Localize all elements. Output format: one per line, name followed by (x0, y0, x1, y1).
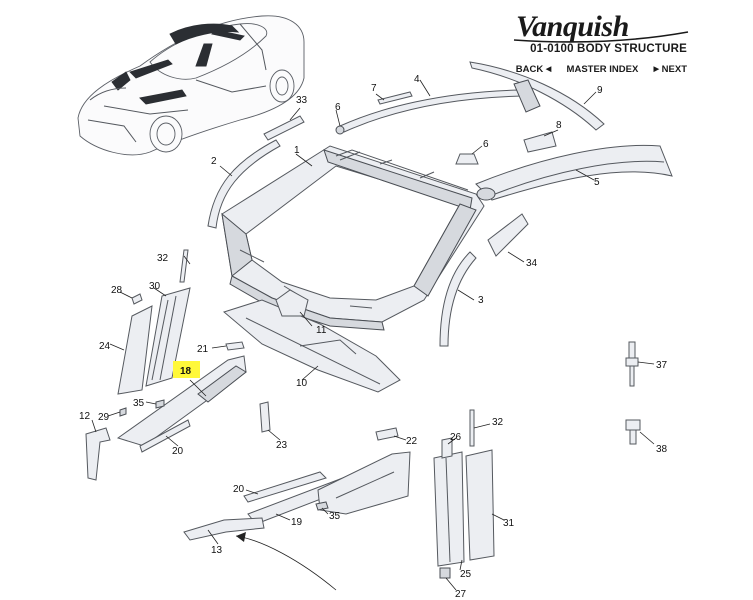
return-arrow (235, 535, 337, 591)
callout-13[interactable]: 13 (211, 545, 223, 556)
callout-23[interactable]: 23 (276, 440, 288, 451)
part-20-strip-lower (243, 471, 327, 503)
callout-9[interactable]: 9 (597, 85, 603, 96)
callout-11[interactable]: 11 (316, 325, 327, 336)
part-3-c-pillar (439, 251, 477, 347)
part-28-clip (131, 293, 143, 305)
callout-26[interactable]: 26 (450, 432, 462, 443)
brand-wordmark: Vanquish (516, 10, 629, 43)
part-24-pillar (117, 305, 153, 395)
car-thumbnail (77, 15, 305, 156)
callout-20-upper[interactable]: 20 (172, 446, 184, 457)
brand-logo: Vanquish (513, 10, 689, 43)
master-index-label: MASTER INDEX (566, 64, 639, 75)
part-31-post (465, 449, 495, 561)
callout-12[interactable]: 12 (79, 411, 91, 422)
part-20-strip-upper (139, 419, 191, 453)
callout-18[interactable]: 18 (180, 366, 192, 377)
part-33-trim (263, 115, 305, 141)
callout-31[interactable]: 31 (503, 518, 515, 529)
part-19-sill-box (317, 451, 411, 515)
part-11-bracket (275, 289, 309, 317)
callout-32-right[interactable]: 32 (492, 417, 504, 428)
callout-21[interactable]: 21 (197, 344, 209, 355)
callout-27[interactable]: 27 (455, 589, 467, 600)
part-13-sill-end (183, 517, 265, 541)
part-9-rail-end (513, 79, 541, 113)
part-32-rod (179, 249, 189, 283)
callout-7[interactable]: 7 (371, 83, 377, 94)
callout-4[interactable]: 4 (414, 74, 420, 85)
part-9-roof-rail-upper (469, 61, 605, 131)
part-6-clip (455, 153, 479, 165)
callout-32-left[interactable]: 32 (157, 253, 169, 264)
section-title: 01-0100 BODY STRUCTURE (530, 43, 687, 55)
callout-24[interactable]: 24 (99, 341, 111, 352)
leader-lines (91, 79, 655, 591)
part-4-roof-arch (339, 89, 523, 133)
part-32-rod-right (469, 409, 475, 447)
next-link[interactable]: ▶ NEXT (654, 64, 687, 75)
callout-2[interactable]: 2 (211, 156, 217, 167)
back-label: BACK (515, 64, 544, 75)
triangle-left-icon: ◀ (545, 66, 552, 73)
callout-35-lower[interactable]: 35 (329, 511, 341, 522)
part-29-clip (119, 407, 127, 417)
callout-38[interactable]: 38 (656, 444, 668, 455)
part-6-grommet-rear (476, 187, 496, 201)
callout-18-highlight (173, 361, 200, 378)
callout-20-lower[interactable]: 20 (233, 484, 245, 495)
part-35-clip-lower (315, 501, 329, 511)
callout-22[interactable]: 22 (406, 436, 418, 447)
callout-6-right[interactable]: 6 (483, 139, 489, 150)
master-index-link[interactable]: MASTER INDEX (567, 64, 639, 75)
callout-35-left[interactable]: 35 (133, 398, 145, 409)
part-27-clip (439, 567, 451, 579)
callout-29[interactable]: 29 (98, 412, 110, 423)
callout-6-top[interactable]: 6 (335, 102, 341, 113)
callout-33[interactable]: 33 (296, 95, 308, 106)
navigation-bar: BACK ◀ MASTER INDEX ▶ NEXT (516, 64, 687, 75)
callout-37[interactable]: 37 (656, 360, 668, 371)
callout-30[interactable]: 30 (149, 281, 161, 292)
part-38-bolt (625, 419, 641, 445)
callout-25[interactable]: 25 (460, 569, 472, 580)
part-21-clip (225, 341, 245, 351)
part-12-bracket (85, 427, 111, 481)
return-arrow-head (236, 532, 246, 542)
callout-19[interactable]: 19 (291, 517, 303, 528)
callout-1[interactable]: 1 (294, 145, 300, 156)
part-7-strip (377, 91, 413, 105)
part-6-pin (335, 125, 345, 135)
callout-5[interactable]: 5 (594, 177, 600, 188)
back-link[interactable]: BACK ◀ (516, 64, 551, 75)
body-frame-assembly (221, 145, 485, 331)
part-2-a-pillar-trim (207, 139, 281, 229)
callout-8[interactable]: 8 (556, 120, 562, 131)
part-8-bracket (523, 131, 557, 153)
triangle-right-icon: ▶ (653, 66, 660, 73)
part-35-clip-left (155, 399, 165, 409)
callout-labels: 1 2 3 4 5 6 6 7 8 9 10 11 12 13 18 19 20… (79, 74, 668, 600)
next-label: NEXT (661, 64, 687, 75)
callout-10[interactable]: 10 (296, 378, 308, 389)
part-23-plate (259, 401, 271, 433)
part-25-post (433, 451, 465, 567)
callout-28[interactable]: 28 (111, 285, 123, 296)
part-37-rivet (625, 341, 639, 387)
part-22-clip (375, 427, 399, 441)
part-5-rear-roof-panel (475, 144, 673, 201)
part-18-sill-inner (116, 355, 247, 447)
callout-34[interactable]: 34 (526, 258, 538, 269)
callout-3[interactable]: 3 (478, 295, 484, 306)
part-34-bracket (487, 213, 529, 257)
